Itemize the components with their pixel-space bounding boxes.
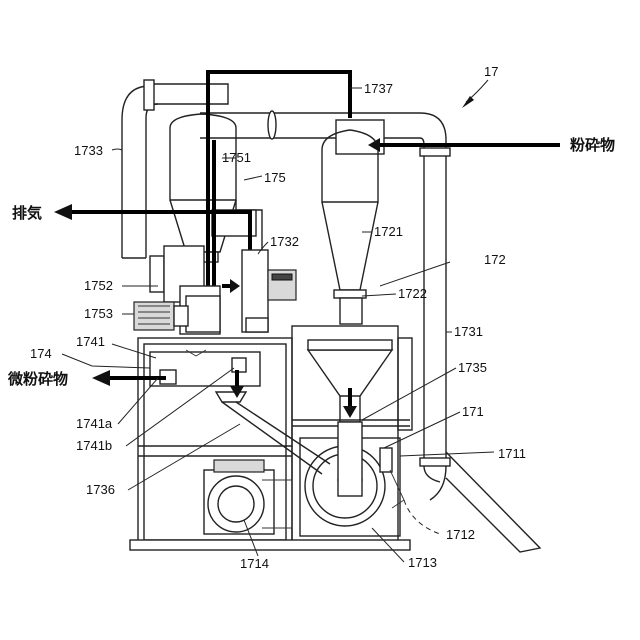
label-1737: 1737 (364, 81, 393, 96)
annotation-exhaust: 排気 (12, 204, 42, 222)
label-1753: 1753 (84, 306, 113, 321)
cyclone-1721 (322, 130, 378, 324)
label-1732: 1732 (270, 234, 299, 249)
label-172: 172 (484, 252, 506, 267)
label-1751: 1751 (222, 150, 251, 165)
label-171: 171 (462, 404, 484, 419)
main-motor-1714 (204, 460, 292, 534)
label-1711: 1711 (498, 446, 526, 461)
annotation-fine-crushed-material: 微粉砕物 (7, 370, 68, 388)
label-1735: 1735 (458, 360, 487, 375)
label-1722: 1722 (398, 286, 427, 301)
reference-labels: 17 1737 1733 1751 175 1732 1721 172 1752… (30, 64, 526, 571)
label-1713: 1713 (408, 555, 437, 570)
label-1712: 1712 (446, 527, 475, 542)
label-174: 174 (30, 346, 52, 361)
label-1741a: 1741a (76, 416, 113, 431)
label-1731: 1731 (454, 324, 483, 339)
label-1736: 1736 (86, 482, 115, 497)
label-1752: 1752 (84, 278, 113, 293)
right-vertical-duct (420, 156, 540, 552)
label-1741: 1741 (76, 334, 105, 349)
label-17: 17 (484, 64, 498, 79)
label-1741b: 1741b (76, 438, 112, 453)
leader-lines (62, 88, 494, 562)
pulverizer-171 (300, 422, 440, 536)
label-175: 175 (264, 170, 286, 185)
label-1714: 1714 (240, 556, 269, 571)
motor-1753 (134, 302, 188, 330)
label-1721: 1721 (374, 224, 403, 239)
label-1733: 1733 (74, 143, 103, 158)
blower-1732 (242, 250, 296, 332)
annotation-crushed-material: 粉砕物 (570, 136, 615, 154)
